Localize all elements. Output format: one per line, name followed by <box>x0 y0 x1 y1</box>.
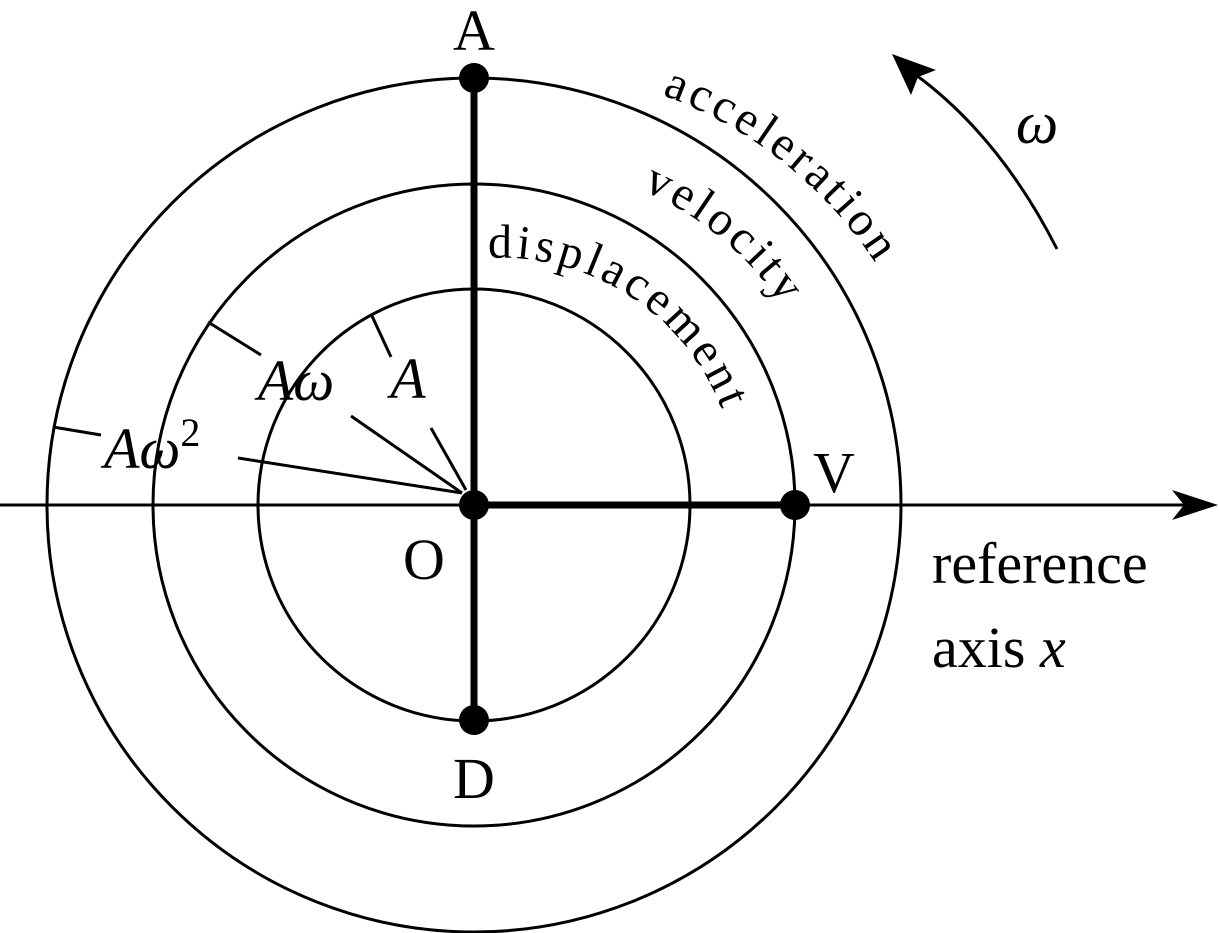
radius-tick-aw2 <box>52 425 102 437</box>
radius-aw-label: Aω <box>254 348 334 413</box>
axis-label-prefix: axis <box>932 615 1040 680</box>
radius-leader-aw <box>350 414 463 495</box>
axis-label-line2: axis x <box>932 615 1066 680</box>
point-o-label: O <box>403 527 445 592</box>
radius-aw2-label: Aω2 <box>100 410 200 481</box>
radius-leader-aw2 <box>237 456 463 495</box>
reference-axis-arrowhead <box>1172 490 1218 520</box>
rotation-arrow-arc <box>915 73 1059 250</box>
point-v-dot <box>780 490 810 520</box>
point-o-dot <box>459 490 489 520</box>
rotation-arrowhead <box>892 54 936 95</box>
axis-variable-x: x <box>1039 615 1066 680</box>
radius-aw2-base: Aω <box>100 416 180 481</box>
radius-tick-aw <box>207 320 262 357</box>
radius-tick-a <box>370 315 393 358</box>
point-d-dot <box>459 705 489 735</box>
radius-leader-a <box>429 427 468 491</box>
point-v-label: V <box>813 440 855 505</box>
omega-label: ω <box>1016 90 1058 156</box>
point-a-label: A <box>453 0 495 63</box>
point-a-dot <box>459 63 489 93</box>
radius-aw2-exponent: 2 <box>180 410 200 455</box>
axis-label-line1: reference <box>932 531 1148 596</box>
radius-a-label: A <box>386 346 426 411</box>
point-d-label: D <box>453 746 495 811</box>
acceleration-label: acceleration <box>658 56 912 273</box>
